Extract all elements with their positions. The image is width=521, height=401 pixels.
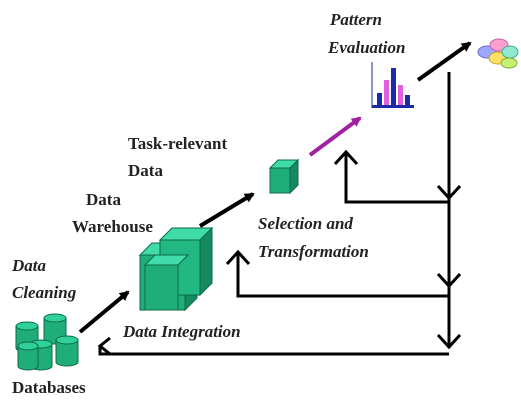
feedback-to-databases xyxy=(98,346,449,356)
label-selection-and: Selection and xyxy=(258,214,353,233)
arrow-cleaning-to-warehouse xyxy=(78,290,130,334)
label-databases: Databases xyxy=(12,378,86,397)
bar-chart-icon xyxy=(371,62,414,108)
knowledge-gems-icon xyxy=(477,38,519,69)
label-warehouse: Warehouse xyxy=(72,217,153,236)
data-warehouse-icon xyxy=(138,226,214,312)
arrow-task-data-to-pattern xyxy=(308,116,362,157)
label-data-cleaning-1: Data xyxy=(11,256,47,275)
label-task-relevant: Task-relevant xyxy=(128,134,228,153)
label-transformation: Transformation xyxy=(258,242,369,261)
label-task-data: Data xyxy=(128,161,163,180)
arrow-pattern-to-knowledge xyxy=(416,41,472,82)
label-dw-data: Data xyxy=(86,190,121,209)
arrow-warehouse-to-task-data xyxy=(198,192,255,228)
databases-icon xyxy=(15,313,79,371)
label-pattern: Pattern xyxy=(329,10,382,29)
label-evaluation: Evaluation xyxy=(327,38,405,57)
label-data-cleaning-2: Cleaning xyxy=(12,283,77,302)
feedback-to-warehouse xyxy=(236,252,449,298)
label-data-integration: Data Integration xyxy=(122,322,241,341)
task-data-cube-icon xyxy=(268,158,300,195)
feedback-loops xyxy=(97,72,462,356)
forward-arrows xyxy=(78,41,472,334)
feedback-to-task-data xyxy=(344,152,449,204)
